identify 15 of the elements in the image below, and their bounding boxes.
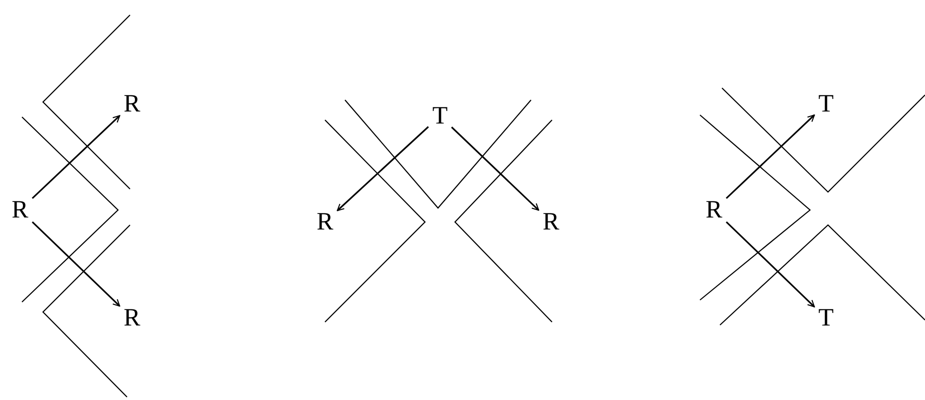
node-label: R [12, 198, 28, 222]
node-label: R [316, 210, 334, 234]
node-label: T [432, 104, 448, 128]
arrow [32, 221, 120, 307]
node-label: R [706, 198, 722, 222]
node-label: R [124, 92, 140, 116]
arrow [451, 126, 540, 211]
arrow [726, 114, 815, 199]
node-label: R [124, 306, 140, 330]
node-label: R [542, 210, 560, 234]
node-label: T [818, 306, 834, 330]
arrow [726, 221, 815, 308]
arrow [336, 126, 429, 212]
node-label: T [818, 92, 834, 116]
arrow [32, 115, 120, 199]
